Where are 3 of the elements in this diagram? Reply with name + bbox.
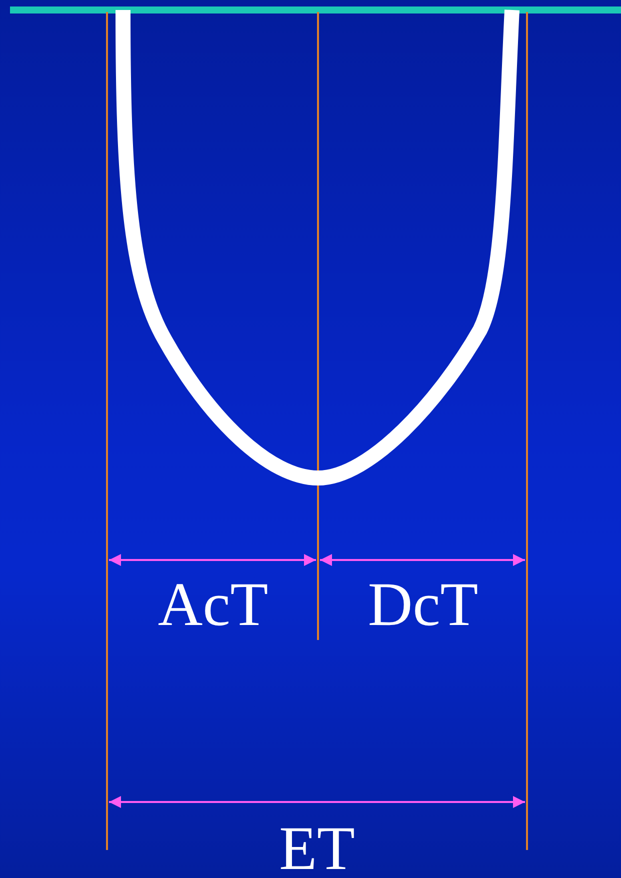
- dimension-label: AcT: [158, 574, 268, 636]
- dimension-label: ET: [279, 818, 355, 878]
- dimension-label: DcT: [368, 574, 478, 636]
